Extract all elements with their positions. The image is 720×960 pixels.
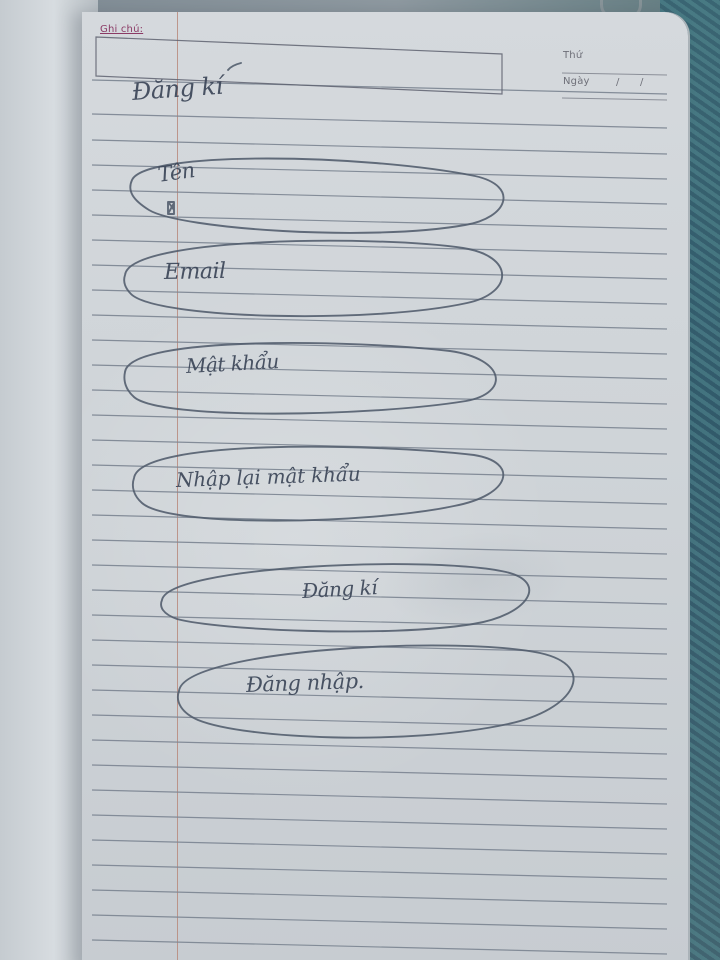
password-field-outline bbox=[123, 342, 497, 415]
date-label: Ngày bbox=[563, 76, 590, 87]
date-separator-one: / bbox=[616, 77, 620, 88]
day-underline bbox=[561, 72, 668, 76]
day-label: Thứ bbox=[563, 50, 583, 61]
email-field-outline bbox=[123, 239, 504, 318]
note-label: Ghi chú: bbox=[100, 24, 144, 35]
margin-line bbox=[177, 12, 178, 960]
rule-lines bbox=[91, 79, 668, 955]
email-field-label[interactable]: Email bbox=[163, 258, 226, 285]
name-field-outline bbox=[129, 157, 505, 234]
notebook-page bbox=[82, 12, 688, 960]
confirm-password-field-outline bbox=[131, 445, 505, 522]
login-button-outline bbox=[177, 644, 575, 739]
date-underline bbox=[561, 97, 668, 101]
password-field-label[interactable]: Mật khẩu bbox=[185, 349, 280, 378]
note-box bbox=[95, 36, 503, 95]
ruled-lines bbox=[91, 36, 668, 955]
name-field-label[interactable]: Tên bbox=[156, 157, 197, 187]
checkbox-mark bbox=[167, 201, 175, 215]
register-button-outline bbox=[160, 563, 530, 633]
left-page bbox=[0, 0, 98, 960]
date-separator-two: / bbox=[640, 77, 644, 88]
register-button-label[interactable]: Đăng kí bbox=[301, 575, 378, 603]
title-accent bbox=[227, 62, 242, 71]
login-button-label[interactable]: Đăng nhập. bbox=[245, 668, 365, 697]
